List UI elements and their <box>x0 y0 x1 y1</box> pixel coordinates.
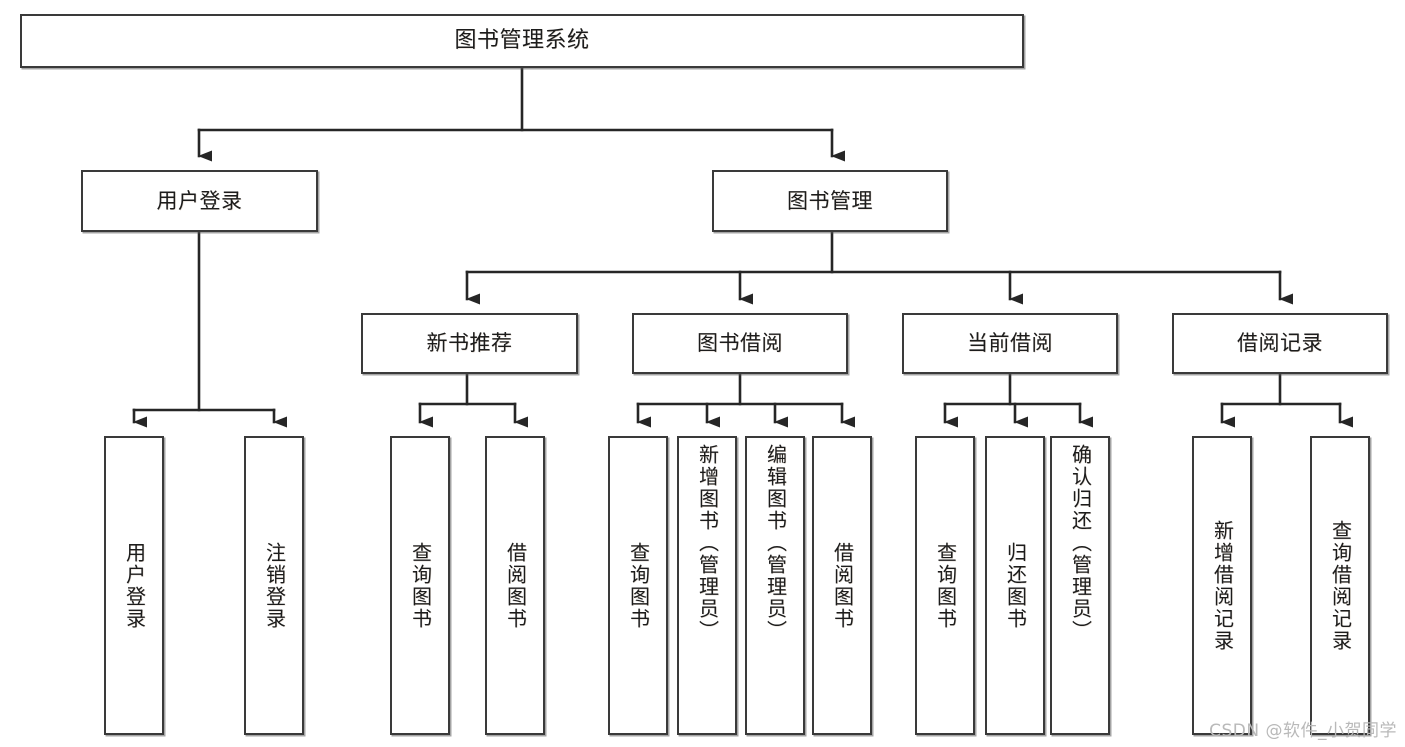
node-label: 查询图书 <box>933 541 958 630</box>
leaf-user-login-logout[interactable]: 注销登录 <box>244 436 304 735</box>
node-label: 新书推荐 <box>426 331 513 356</box>
node-book-borrow[interactable]: 图书借阅 <box>632 313 848 374</box>
node-label: 借阅图书 <box>503 541 528 630</box>
node-root-system[interactable]: 图书管理系统 <box>20 14 1024 68</box>
leaf-current-borrow-return[interactable]: 归还图书 <box>985 436 1045 735</box>
csdn-watermark: CSDN @软件_小贺同学 <box>1209 721 1397 741</box>
node-new-book-recommend[interactable]: 新书推荐 <box>361 313 578 374</box>
node-label: 查询借阅记录 <box>1328 519 1353 652</box>
leaf-book-borrow-borrow[interactable]: 借阅图书 <box>812 436 872 735</box>
leaf-current-borrow-query[interactable]: 查询图书 <box>915 436 975 735</box>
leaf-book-borrow-add[interactable]: 新增图书（管理员） <box>677 436 737 735</box>
node-current-borrow[interactable]: 当前借阅 <box>902 313 1118 374</box>
leaf-new-book-borrow[interactable]: 借阅图书 <box>485 436 545 735</box>
leaf-borrow-record-query[interactable]: 查询借阅记录 <box>1310 436 1370 735</box>
node-label: 确认归还（管理员） <box>1068 444 1093 642</box>
leaf-current-borrow-confirm[interactable]: 确认归还（管理员） <box>1050 436 1110 735</box>
node-label: 用户登录 <box>122 541 147 630</box>
node-label: 借阅记录 <box>1237 331 1323 356</box>
node-label: 查询图书 <box>408 541 433 630</box>
node-label: 新增借阅记录 <box>1210 519 1235 652</box>
node-borrow-record[interactable]: 借阅记录 <box>1172 313 1388 374</box>
node-label: 用户登录 <box>156 188 243 213</box>
node-user-login[interactable]: 用户登录 <box>81 170 318 232</box>
node-label: 图书管理 <box>787 188 873 213</box>
leaf-book-borrow-query[interactable]: 查询图书 <box>608 436 668 735</box>
leaf-user-login-login[interactable]: 用户登录 <box>104 436 164 735</box>
node-label: 图书借阅 <box>697 331 783 356</box>
leaf-borrow-record-add[interactable]: 新增借阅记录 <box>1192 436 1252 735</box>
node-label: 归还图书 <box>1003 541 1028 630</box>
node-book-management[interactable]: 图书管理 <box>712 170 948 232</box>
leaf-new-book-query[interactable]: 查询图书 <box>390 436 450 735</box>
node-label: 编辑图书（管理员） <box>763 444 788 642</box>
node-label: 借阅图书 <box>830 541 855 630</box>
node-label: 图书管理系统 <box>454 28 590 54</box>
node-label: 新增图书（管理员） <box>695 444 720 642</box>
node-label: 注销登录 <box>262 541 287 630</box>
node-label: 查询图书 <box>626 541 651 630</box>
leaf-book-borrow-edit[interactable]: 编辑图书（管理员） <box>745 436 805 735</box>
node-label: 当前借阅 <box>967 331 1053 356</box>
